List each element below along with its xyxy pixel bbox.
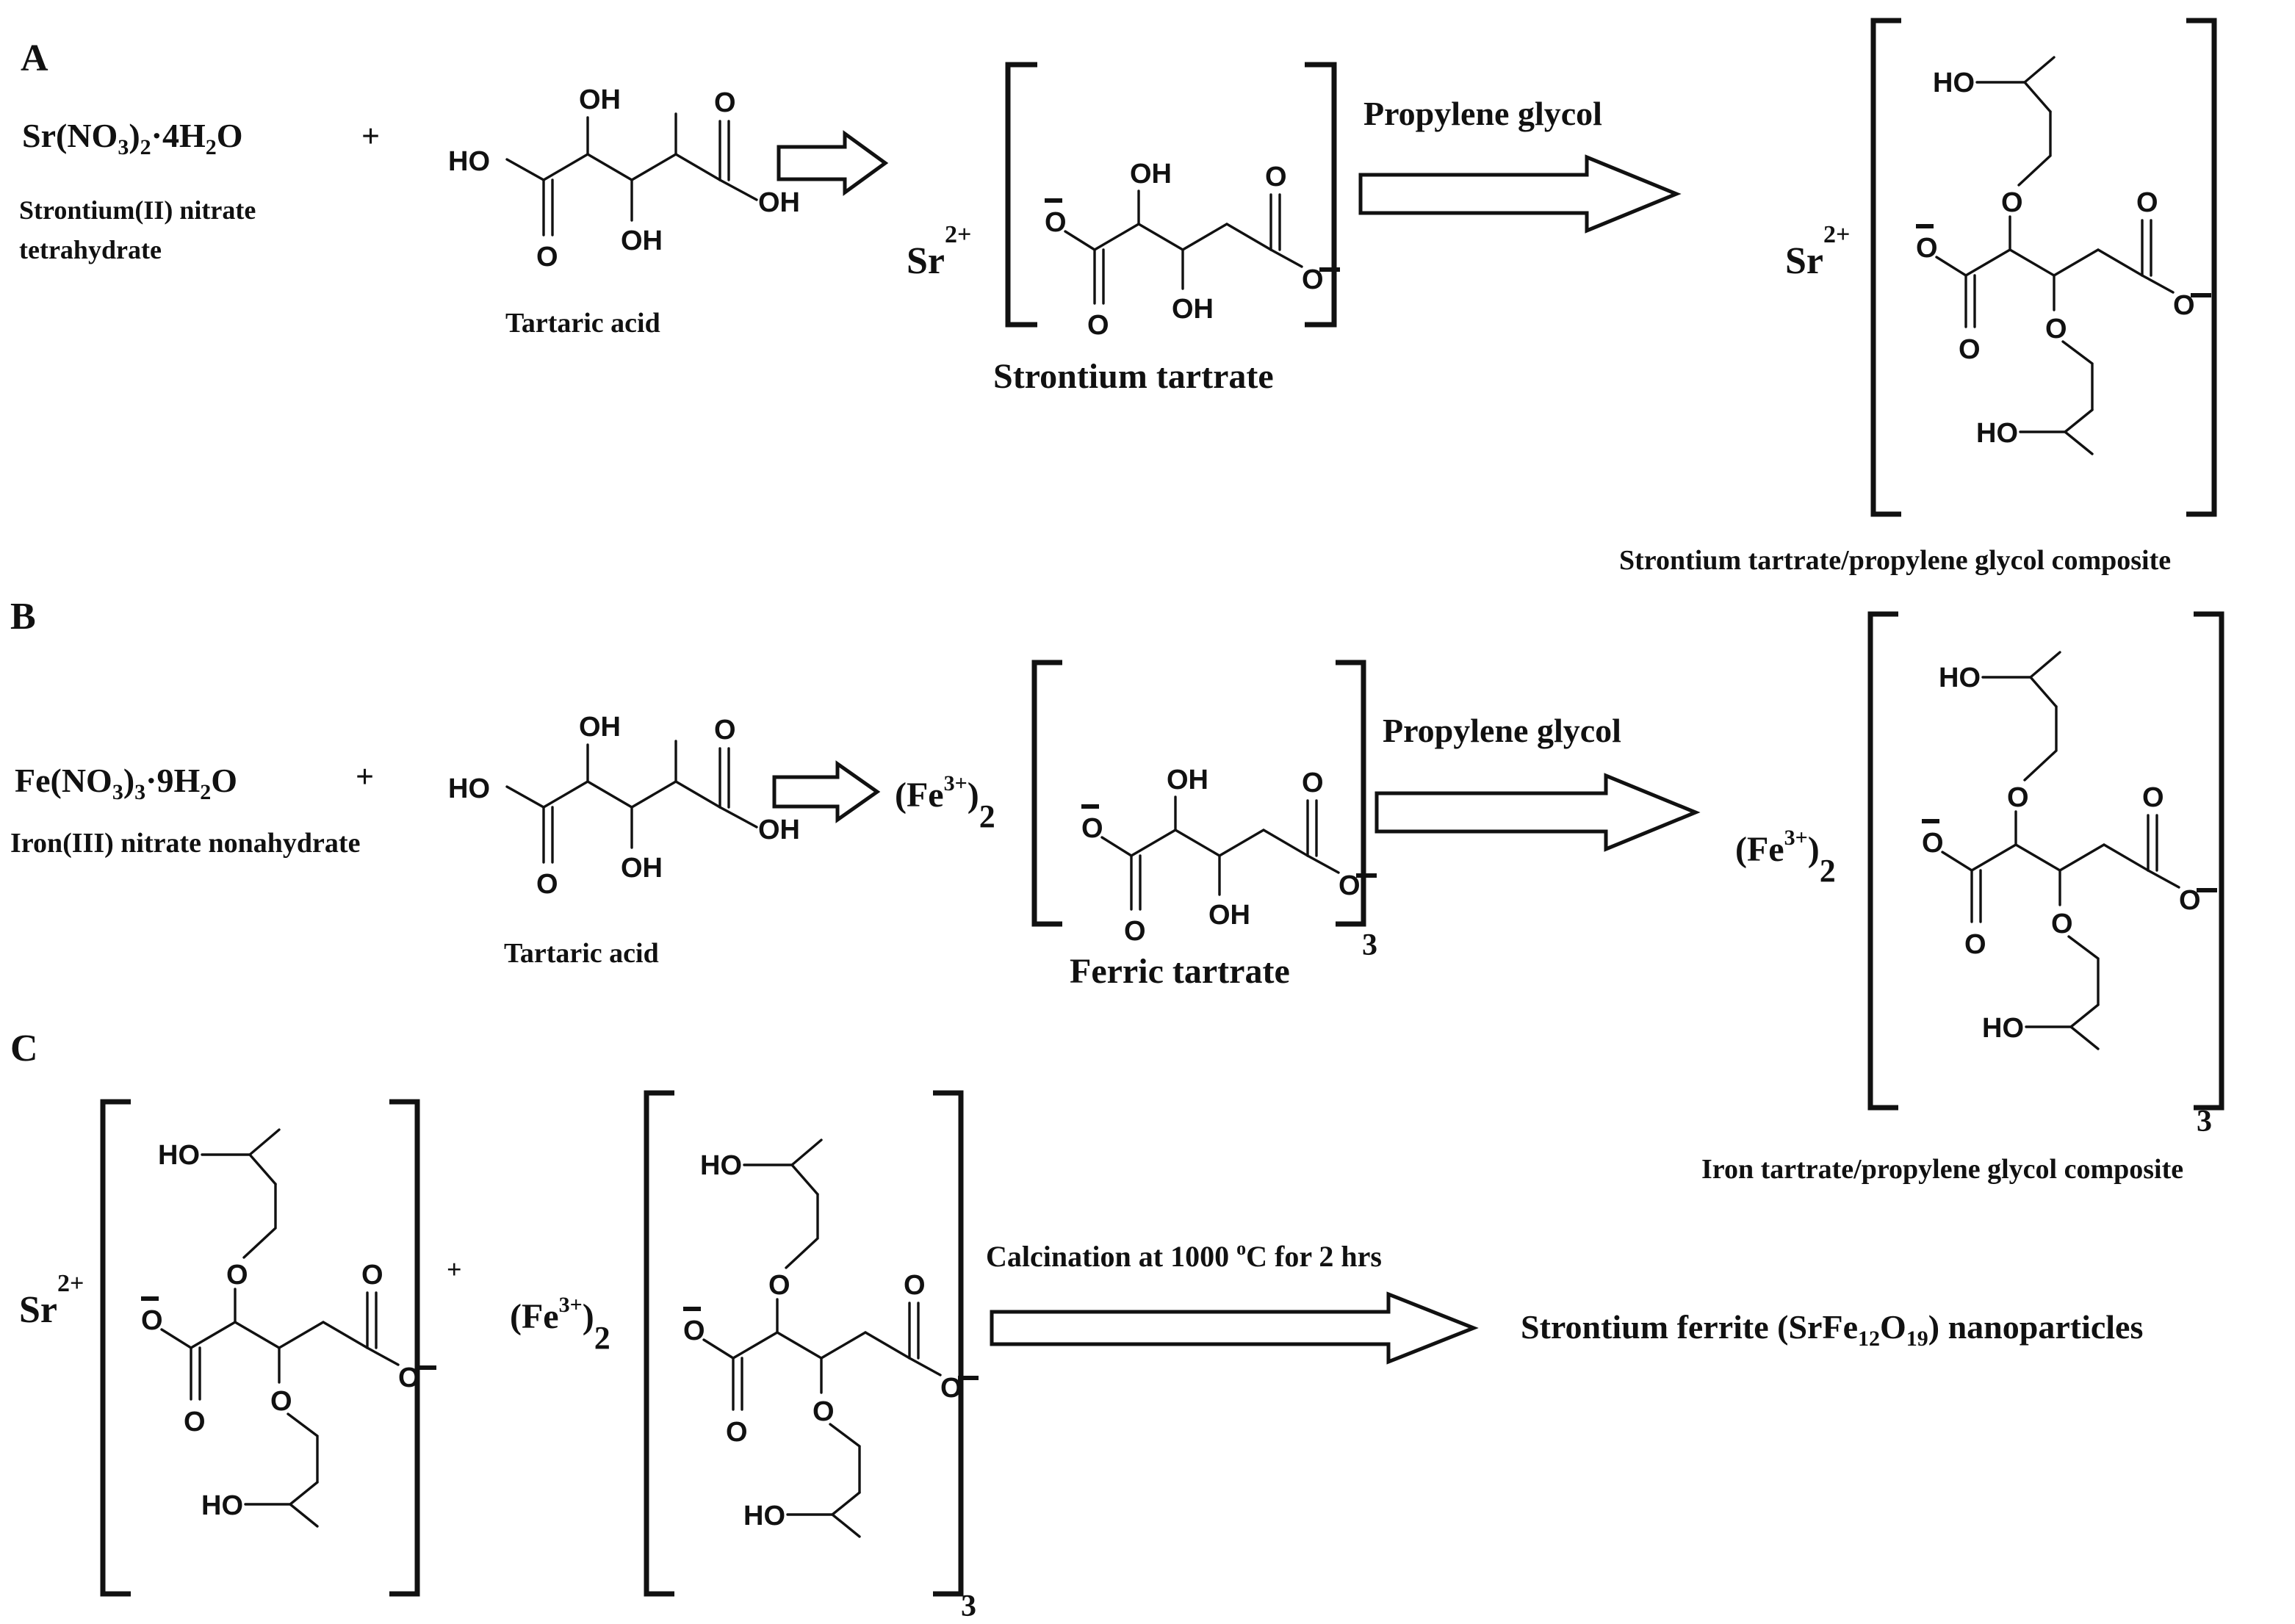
arrow-label-propylene-glycol-a: Propylene glycol	[1363, 95, 1602, 132]
right-bracket-a1	[1305, 62, 1337, 328]
strontium-nitrate-name-line2: tetrahydrate	[19, 235, 162, 264]
left-bracket-b2	[1867, 611, 1898, 1111]
iron-nitrate-formula: Fe(NO3)3·9H2O	[15, 762, 237, 804]
right-bracket-c1	[389, 1099, 420, 1597]
panel-c: C Sr2+ + (Fe3+)2 3 Calcination at 1000 o…	[10, 1028, 2143, 1623]
iron-tartrate-composite-structure	[1922, 652, 2217, 1049]
plus-sign-a: +	[361, 118, 380, 154]
iron-nitrate-name: Iron(III) nitrate nonahydrate	[10, 828, 360, 859]
ferric-cation-composite-b: (Fe3+)2	[1735, 826, 1836, 889]
strontium-composite-name: Strontium tartrate/propylene glycol comp…	[1619, 545, 2171, 576]
panel-b: B Fe(NO3)3·9H2O Iron(III) nitrate nonahy…	[10, 596, 2224, 1185]
iron-composite-bracket-count-c: 3	[961, 1589, 976, 1623]
calcination-arrow-label: Calcination at 1000 oC for 2 hrs	[986, 1238, 1382, 1273]
strontium-cation-composite-a: Sr2+	[1785, 221, 1850, 282]
strontium-tartrate-name: Strontium tartrate	[993, 357, 1274, 396]
left-bracket-c1	[100, 1099, 131, 1597]
strontium-nitrate-name-line1: Strontium(II) nitrate	[19, 195, 256, 225]
long-reaction-arrow-b	[1375, 773, 1701, 852]
plus-sign-c: +	[447, 1255, 462, 1284]
right-bracket-b1	[1336, 660, 1366, 927]
ferric-tartrate-bracket-count: 3	[1362, 928, 1377, 962]
left-bracket-c2	[644, 1090, 674, 1597]
left-bracket-b1	[1031, 660, 1062, 927]
iron-composite-name: Iron tartrate/propylene glycol composite	[1701, 1154, 2183, 1185]
iron-composite-structure-c	[683, 1140, 979, 1537]
long-reaction-arrow-a	[1358, 154, 1682, 234]
ferric-cation-b: (Fe3+)2	[895, 771, 995, 834]
short-reaction-arrow-b	[772, 760, 881, 823]
panel-a: A Sr(NO3)2·4H2O Strontium(II) nitrate te…	[19, 18, 2217, 576]
arrow-label-propylene-glycol-b: Propylene glycol	[1383, 712, 1621, 749]
strontium-cation-a: Sr2+	[907, 221, 971, 282]
strontium-tartrate-composite-structure	[1916, 57, 2211, 454]
strontium-cation-c: Sr2+	[19, 1270, 84, 1331]
short-reaction-arrow-a	[777, 130, 889, 196]
section-label-c: C	[10, 1028, 38, 1069]
section-label-a: A	[21, 37, 48, 79]
right-bracket-a2	[2186, 18, 2217, 517]
plus-sign-b: +	[356, 759, 374, 795]
iron-composite-bracket-count: 3	[2197, 1105, 2212, 1138]
section-label-b: B	[10, 596, 36, 638]
calcination-arrow	[990, 1291, 1479, 1365]
ferric-cation-c: (Fe3+)2	[510, 1293, 610, 1356]
tartaric-acid-structure-b	[447, 710, 801, 901]
left-bracket-a2	[1870, 18, 1901, 517]
strontium-composite-structure-c	[141, 1130, 436, 1526]
tartaric-acid-name-a: Tartaric acid	[505, 308, 660, 339]
strontium-nitrate-formula: Sr(NO3)2·4H2O	[22, 117, 243, 159]
strontium-tartrate-structure	[1045, 159, 1340, 341]
ferric-tartrate-structure	[1081, 765, 1377, 947]
right-bracket-b2	[2194, 611, 2224, 1111]
left-bracket-a1	[1005, 62, 1037, 328]
right-bracket-c2	[933, 1090, 964, 1597]
tartaric-acid-name-b: Tartaric acid	[504, 938, 659, 969]
tartaric-acid-structure-a	[447, 83, 801, 274]
ferric-tartrate-name: Ferric tartrate	[1070, 952, 1290, 991]
strontium-ferrite-product: Strontium ferrite (SrFe12O19) nanopartic…	[1521, 1308, 2143, 1351]
